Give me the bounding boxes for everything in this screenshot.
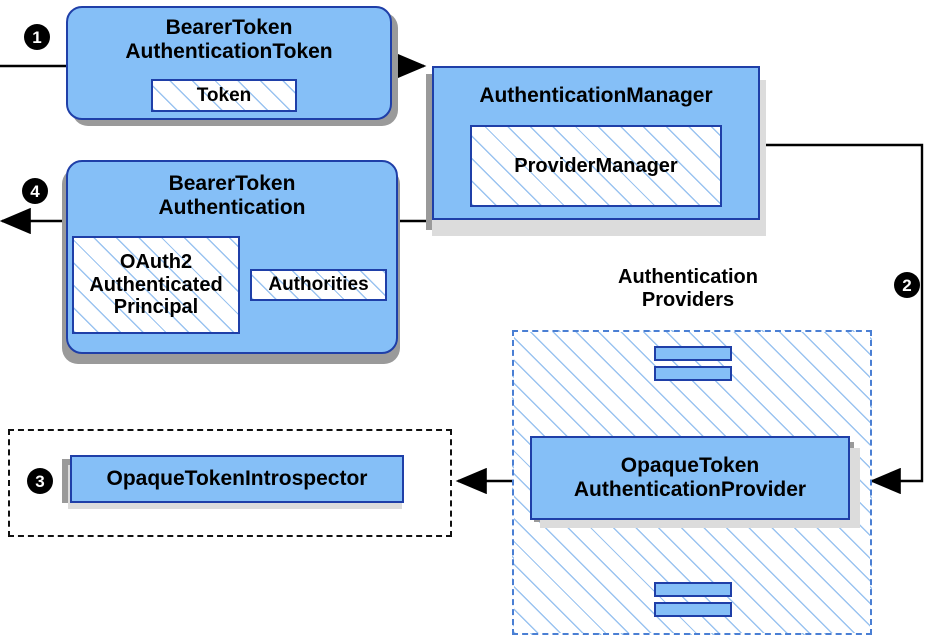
oauth2-principal-line1: OAuth2: [119, 251, 193, 274]
inner-provider-manager[interactable]: ProviderManager: [470, 125, 722, 207]
provider-stack-bar-top-2: [654, 366, 732, 381]
bearer-token-authentication-line2: Authentication: [158, 195, 306, 219]
authentication-manager-title: AuthenticationManager: [479, 84, 713, 107]
bearer-token-authentication-token-line1: BearerToken: [165, 16, 293, 39]
marker-4: 4: [22, 178, 48, 204]
authentication-providers-title-line1: Authentication: [618, 266, 758, 288]
authentication-providers-title-line2: Providers: [641, 289, 735, 311]
authentication-providers-title: Authentication Providers: [568, 266, 808, 312]
provider-stack-bar-bottom-2: [654, 602, 732, 617]
provider-stack-bar-bottom-1: [654, 582, 732, 597]
inner-oauth2-authenticated-principal[interactable]: OAuth2 Authenticated Principal: [72, 236, 240, 334]
opaque-token-introspector-label: OpaqueTokenIntrospector: [106, 467, 368, 491]
bearer-token-authentication-line1: BearerToken: [168, 172, 296, 195]
oauth2-principal-line2: Authenticated: [89, 273, 223, 296]
opaque-token-authentication-provider-line1: OpaqueToken: [620, 454, 760, 478]
node-opaque-token-introspector[interactable]: OpaqueTokenIntrospector: [70, 455, 404, 503]
marker-2: 2: [894, 272, 920, 298]
inner-authorities[interactable]: Authorities: [250, 269, 387, 301]
provider-stack-bar-top-1: [654, 346, 732, 361]
opaque-token-authentication-provider-line2: AuthenticationProvider: [573, 478, 807, 501]
inner-token[interactable]: Token: [151, 79, 297, 112]
bearer-token-authentication-token-line2: AuthenticationToken: [125, 39, 333, 63]
oauth2-principal-line3: Principal: [113, 296, 199, 319]
marker-3: 3: [27, 468, 53, 494]
node-opaque-token-authentication-provider[interactable]: OpaqueToken AuthenticationProvider: [530, 436, 850, 520]
opaque-token-introspector-container: [8, 429, 452, 537]
marker-1: 1: [24, 24, 50, 50]
